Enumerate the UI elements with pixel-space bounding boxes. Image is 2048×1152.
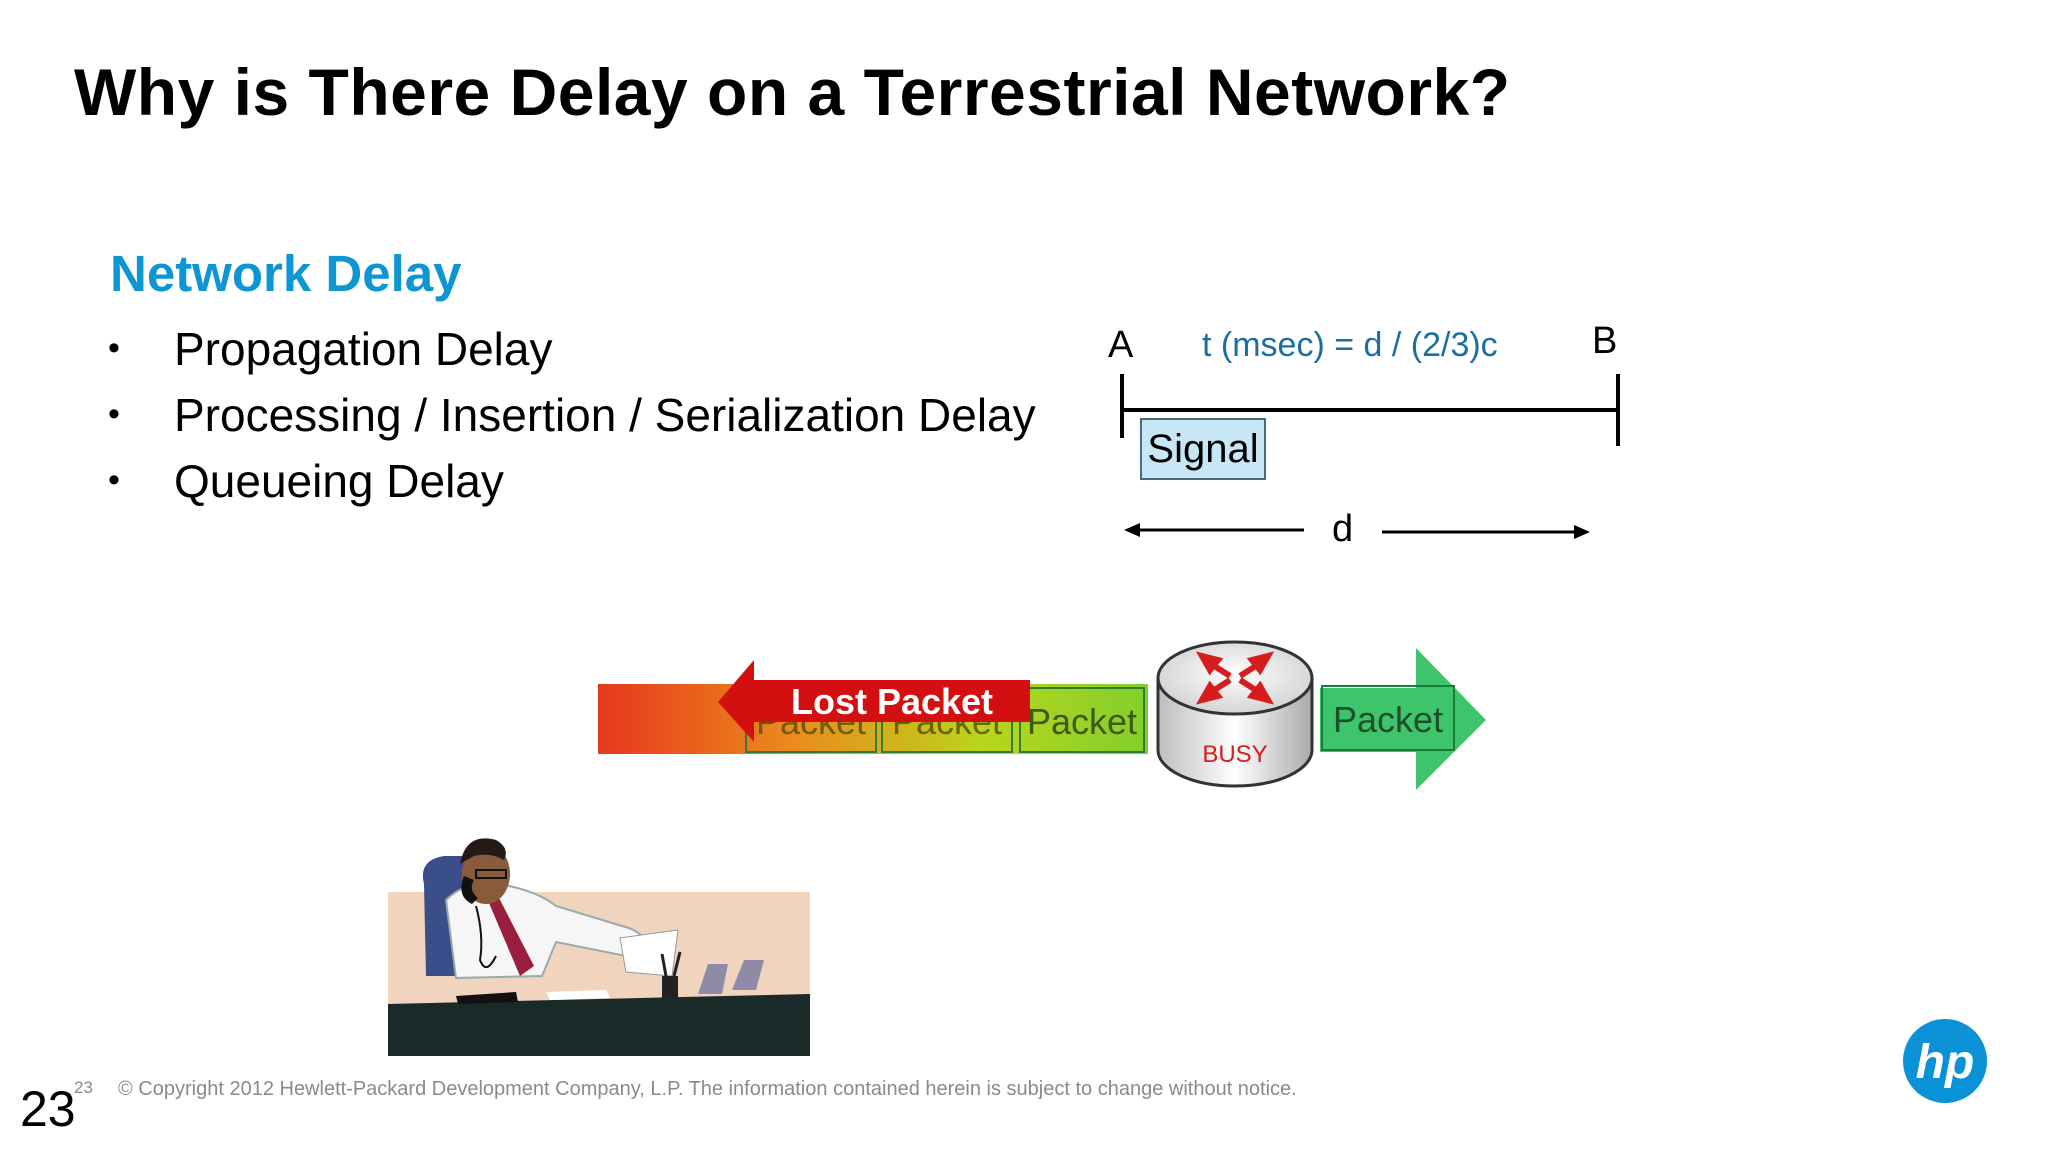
outgoing-packet-label: Packet: [1333, 699, 1443, 740]
businessman-clipart: [388, 838, 810, 1056]
router-icon: BUSY: [1156, 640, 1314, 788]
arrowhead-right-icon: [1574, 525, 1590, 539]
copyright-notice: © Copyright 2012 Hewlett-Packard Develop…: [118, 1078, 1297, 1100]
endpoint-a-label: A: [1108, 324, 1134, 366]
distance-label: d: [1332, 508, 1354, 550]
bullet-item-processing: • Processing / Insertion / Serialization …: [108, 384, 1036, 442]
page-number-small: 23: [74, 1078, 93, 1097]
bullet-symbol: •: [108, 461, 120, 500]
bullet-item-queueing: • Queueing Delay: [108, 450, 504, 508]
lost-packet-label: Lost Packet: [791, 681, 993, 722]
endpoint-b-label: B: [1592, 320, 1618, 362]
packet-label: Packet: [1027, 701, 1137, 742]
queued-packet: Packet: [1019, 687, 1145, 753]
outgoing-packet-arrow: Packet: [1320, 648, 1486, 790]
distance-lines: [1120, 374, 1620, 539]
bullet-text: Queueing Delay: [174, 454, 504, 507]
signal-box: Signal: [1140, 418, 1266, 480]
bullet-symbol: •: [108, 329, 120, 368]
bullet-item-propagation: • Propagation Delay: [108, 318, 552, 376]
section-heading: Network Delay: [110, 245, 462, 302]
page-number: 23: [20, 1081, 76, 1137]
slide-title: Why is There Delay on a Terrestrial Netw…: [74, 55, 1511, 129]
lost-packet-arrow: Lost Packet: [718, 660, 1030, 742]
bullet-symbol: •: [108, 395, 120, 434]
hp-logo-icon: hp: [1903, 1019, 1987, 1103]
queue-diagram: Packet Packet Packet Lost Packet Packet: [598, 640, 1486, 790]
arrowhead-left-icon: [1124, 523, 1140, 537]
bullet-text: Propagation Delay: [174, 322, 553, 375]
hp-logo-text: hp: [1916, 1036, 1975, 1089]
delay-formula: t (msec) = d / (2/3)c: [1202, 326, 1498, 364]
router-status-label: BUSY: [1202, 741, 1267, 768]
bullet-text: Processing / Insertion / Serialization D…: [174, 388, 1036, 441]
